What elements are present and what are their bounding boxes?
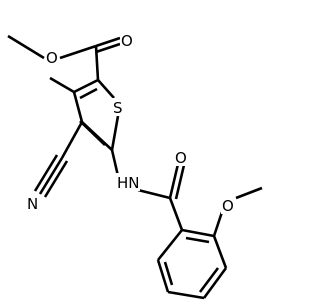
ester-carbonyl-o-bg xyxy=(120,31,133,49)
thiophene-s-bg xyxy=(112,98,125,116)
bond-c3-c2-a xyxy=(73,78,99,94)
bond-amide-c-o-b xyxy=(174,164,186,200)
bond-amide-c-benzene xyxy=(168,197,184,231)
bond-bz-methoxy-o xyxy=(212,211,224,237)
methoxy-o-label: O xyxy=(222,197,234,215)
methoxy-o-bg xyxy=(221,196,234,214)
bond-c4-cn xyxy=(60,121,84,159)
bond-c2-s xyxy=(97,79,115,99)
bond-bz-3-4 xyxy=(202,267,228,299)
ester-o-label: O xyxy=(46,49,58,67)
amide-o-label: O xyxy=(175,149,187,167)
bond-bz-inner-2 xyxy=(198,267,220,293)
nitrile-n-label: N xyxy=(27,195,38,213)
bond-methoxy-o-ch3 xyxy=(235,186,263,200)
bond-cn-triple-c xyxy=(43,160,69,198)
ester-carbonyl-o-label: O xyxy=(121,32,133,50)
bond-bz-1-2 xyxy=(181,228,215,238)
bond-carbonyl-c-ring-c2 xyxy=(94,45,100,81)
bond-bz-inner-3 xyxy=(163,261,174,286)
bond-methyl-ester-o xyxy=(7,34,45,60)
amide-nh-bg xyxy=(116,173,140,191)
nitrile-n-bg xyxy=(26,194,39,212)
bond-bz-5-6 xyxy=(156,259,170,293)
bond-bz-4-5 xyxy=(167,290,205,300)
amide-nh-label: HN xyxy=(117,174,140,192)
bond-c3-c2-b xyxy=(79,87,98,100)
bond-cn-triple-b xyxy=(33,154,59,192)
amide-o-bg xyxy=(174,148,187,166)
bond-c5-c4-b xyxy=(79,120,106,146)
bond-c5-nh xyxy=(110,149,120,177)
bond-ester-c-o-double-a xyxy=(95,36,121,48)
bond-bz-2-3 xyxy=(212,235,228,269)
bond-ester-c-o-double-b xyxy=(95,42,121,54)
bond-bz-6-1 xyxy=(156,229,184,261)
chemical-structure: O O S N HN O O xyxy=(7,31,263,300)
bonds xyxy=(7,34,263,300)
bond-c4-c3 xyxy=(72,91,84,123)
bond-ester-o-carbonyl-c xyxy=(59,44,97,60)
bond-c3-methyl xyxy=(49,76,75,94)
bond-bz-inner-1 xyxy=(185,236,210,244)
thiophene-s-label: S xyxy=(113,99,123,117)
bond-cn-triple-a xyxy=(38,157,64,195)
bond-nh-amide-c xyxy=(137,188,171,200)
molecule-canvas: O O S N HN O O xyxy=(7,31,263,300)
bond-s-c5 xyxy=(110,115,120,151)
bond-amide-c-o-a xyxy=(168,163,180,199)
atom-labels: O O S N HN O O xyxy=(26,31,234,215)
ester-o-bg xyxy=(45,47,58,65)
